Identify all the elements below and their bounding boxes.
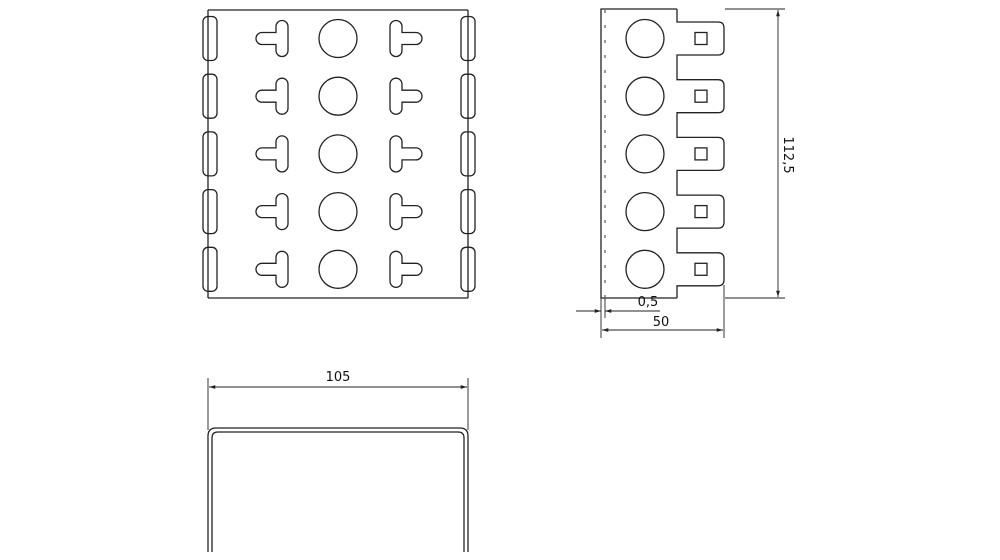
left-tab	[202, 188, 218, 235]
dimension-thickness: 0,5	[576, 295, 660, 338]
t-slot-right	[389, 77, 423, 115]
square-hole	[694, 147, 708, 161]
right-tab	[460, 131, 476, 177]
square-hole	[694, 31, 708, 46]
left-tab	[202, 73, 218, 119]
square-hole	[694, 89, 708, 103]
square-hole	[694, 262, 708, 276]
depth-label: 50	[653, 315, 670, 330]
thickness-label: 0,5	[638, 295, 659, 310]
plate-outline	[207, 9, 469, 299]
left-tab	[202, 246, 218, 292]
top-view: 105	[207, 370, 469, 552]
left-tab	[202, 131, 218, 177]
width-label: 105	[326, 370, 351, 385]
side-tabs-outline	[676, 9, 725, 298]
front-view	[202, 9, 476, 299]
round-hole	[318, 134, 358, 174]
dimension-depth: 50	[602, 285, 725, 338]
t-slot-left	[255, 77, 289, 115]
round-hole	[625, 134, 665, 174]
side-plate-outline	[600, 8, 677, 299]
round-hole	[625, 191, 665, 232]
round-hole	[625, 249, 665, 289]
height-label: 112,5	[780, 136, 795, 173]
t-slot-left	[255, 250, 289, 288]
t-slot-left	[255, 19, 289, 58]
t-slot-right	[389, 250, 423, 288]
square-hole	[694, 204, 708, 219]
round-hole	[625, 76, 665, 116]
side-view	[600, 8, 725, 299]
t-slot-right	[389, 192, 423, 231]
t-slot-right	[389, 135, 423, 173]
right-tab	[460, 188, 476, 235]
round-hole	[318, 18, 358, 59]
round-hole	[318, 249, 358, 289]
t-slot-left	[255, 192, 289, 231]
round-hole	[318, 76, 358, 116]
round-hole	[318, 191, 358, 232]
right-tab	[460, 15, 476, 62]
t-slot-right	[389, 19, 423, 58]
left-tab	[202, 15, 218, 62]
t-slot-left	[255, 135, 289, 173]
round-hole	[625, 18, 665, 59]
right-tab	[460, 73, 476, 119]
dimension-height: 112,5	[725, 8, 795, 299]
right-tab	[460, 246, 476, 292]
